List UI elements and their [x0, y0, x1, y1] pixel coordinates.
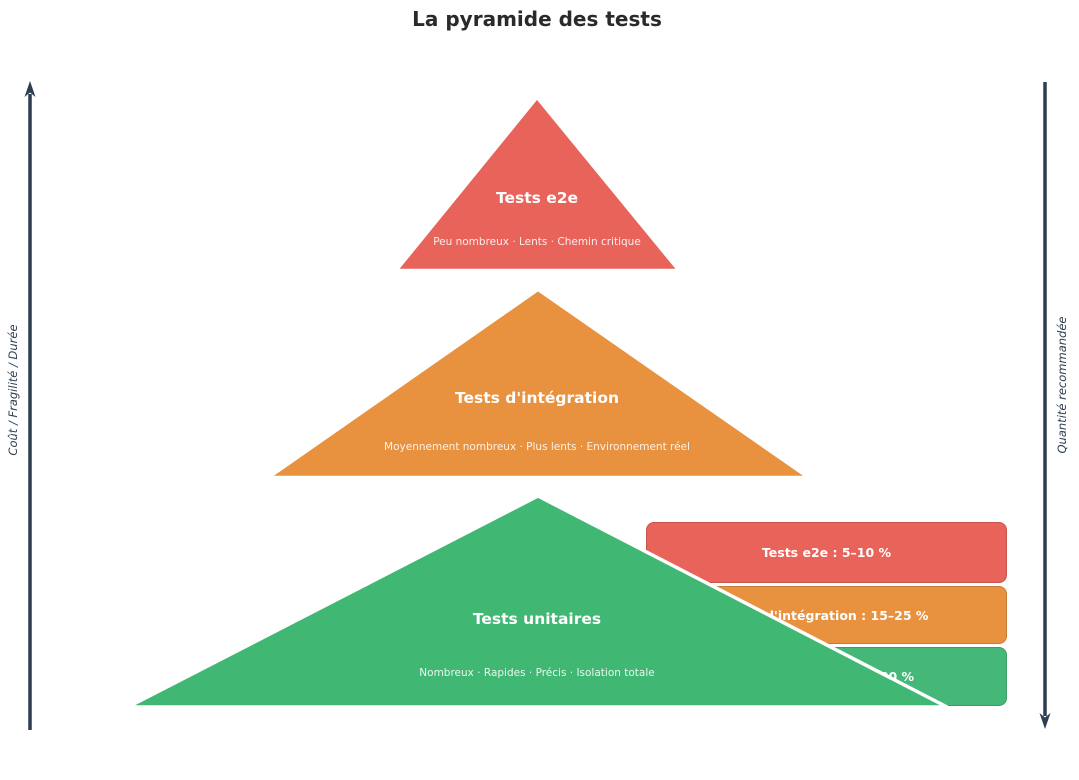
level-subtitle-e2e: Peu nombreux · Lents · Chemin critique	[433, 236, 641, 248]
triangle-integration	[268, 288, 809, 479]
page-title: La pyramide des tests	[412, 7, 662, 31]
legend-box-integration	[646, 586, 1007, 644]
legend-box-unitaires	[646, 647, 1007, 706]
legend-box-e2e	[646, 522, 1007, 583]
left-axis-arrow	[24, 81, 36, 730]
right-axis-arrow	[1039, 82, 1051, 729]
level-subtitle-integration: Moyennement nombreux · Plus lents · Envi…	[384, 441, 690, 453]
level-title-integration: Tests d'intégration	[455, 389, 619, 407]
right-axis-label: Quantité recommandée	[1055, 316, 1069, 454]
level-title-unitaires: Tests unitaires	[472, 610, 602, 628]
level-title-e2e: Tests e2e	[495, 189, 579, 207]
triangle-e2e	[395, 96, 680, 272]
left-axis-label: Coût / Fragilité / Durée	[6, 324, 20, 456]
level-subtitle-unitaires: Nombreux · Rapides · Précis · Isolation …	[419, 667, 655, 679]
